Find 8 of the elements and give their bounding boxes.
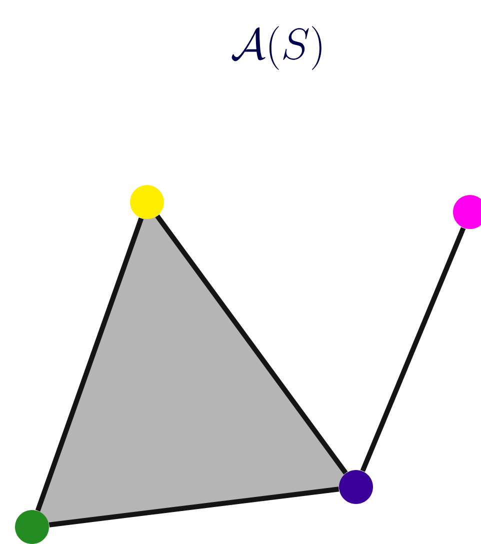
edge-line <box>360 227 466 472</box>
title: $\mathcal{A}(S)$ <box>232 26 322 70</box>
vertex-dot <box>15 510 49 544</box>
edge-line <box>48 486 340 528</box>
edge-line <box>155 214 348 474</box>
vertex-dot <box>130 185 164 219</box>
edge-line <box>35 218 144 512</box>
vertex-dot <box>339 470 373 504</box>
